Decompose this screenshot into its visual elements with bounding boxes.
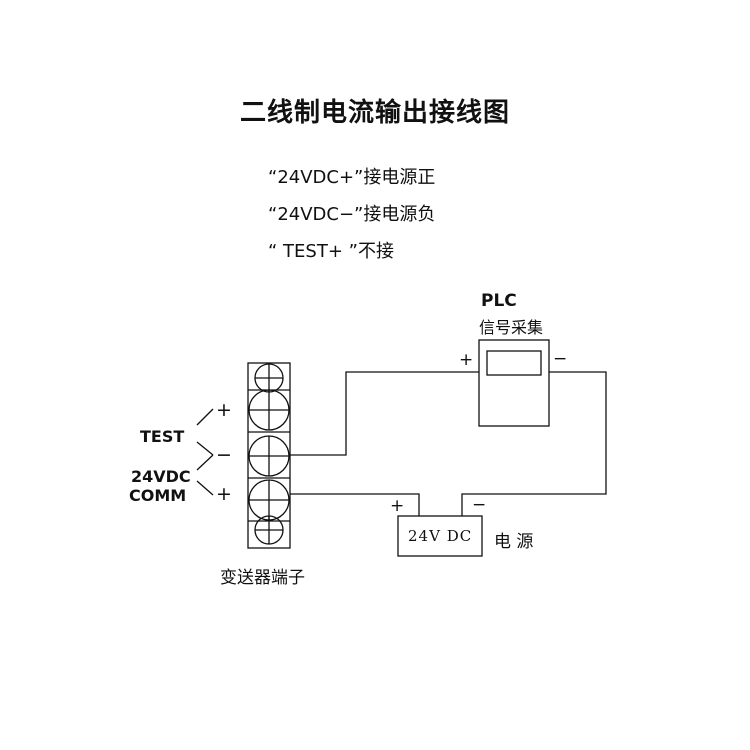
plc-title: PLC [481,291,517,311]
plc-box [478,339,550,427]
comm-label-line2: COMM [129,486,187,505]
comm-label-line1: 24VDC [131,467,191,486]
note-negative: “24VDC−”接电源负 [268,204,436,225]
plc-display [486,350,542,376]
power-supply-voltage: 24V DC [408,527,473,545]
plc-minus-sign: − [553,349,568,369]
wire-minus-to-plc-plus [290,371,479,456]
test-label: TEST [140,427,185,446]
terminal-block-caption: 变送器端子 [220,568,305,588]
note-test: “ TEST+ ”不接 [268,241,394,262]
wire-plc-minus-to-supply-minus [461,371,607,516]
test-leader [196,408,214,426]
terminal-sign-test-plus: + [216,399,232,421]
power-supply-minus-sign: − [472,495,487,515]
minus-leader-lower [196,454,214,471]
power-supply-name: 电 源 [494,532,534,552]
plc-plus-sign: + [459,350,474,370]
terminal-sign-comm-plus: + [216,483,232,505]
page-title: 二线制电流输出接线图 [239,98,510,128]
power-supply-plus-sign: + [390,496,405,516]
power-supply-box [397,515,483,557]
minus-leader-upper [196,441,214,456]
wire-comm-to-supply-plus [290,493,420,516]
terminal-sign-minus: − [216,444,232,466]
plc-subtitle: 信号采集 [479,318,544,337]
comm-leader [196,480,214,496]
note-positive: “24VDC+”接电源正 [268,167,436,188]
